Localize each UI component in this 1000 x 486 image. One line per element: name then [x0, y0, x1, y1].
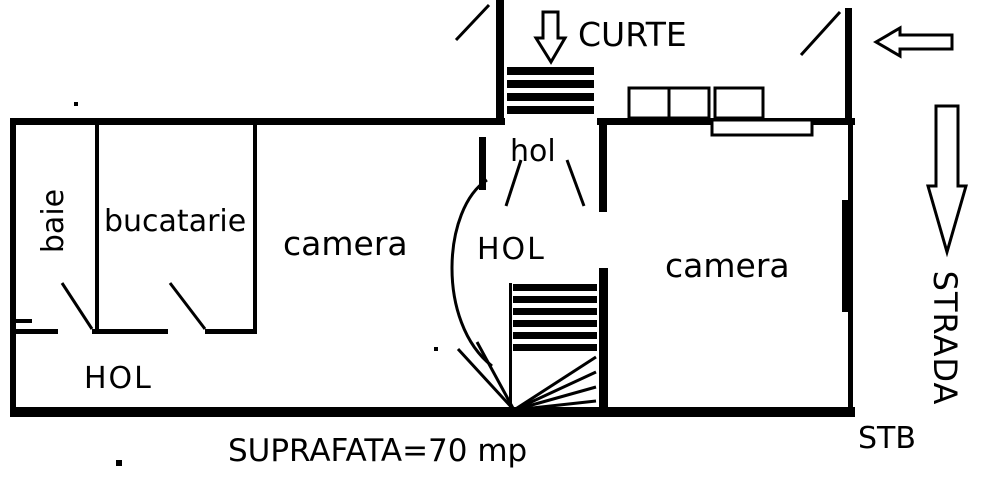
wall-courtyard-right [845, 8, 852, 120]
stairs-left-edge [509, 283, 512, 413]
stair-tread [513, 296, 597, 303]
label-camera-right: camera [665, 246, 790, 285]
entrance-down-arrow-icon [533, 10, 568, 65]
courtyard-block [713, 86, 765, 120]
courtyard-block [627, 86, 671, 120]
label-stb: STB [858, 421, 916, 456]
wall-hol-b [92, 329, 168, 334]
stair-tread [507, 80, 594, 88]
label-strada: STRADA [926, 270, 964, 406]
door-arc-hol [450, 178, 493, 368]
label-camera-left: camera [283, 224, 408, 263]
wall-left-tick [16, 319, 32, 323]
label-curte: CURTE [578, 15, 687, 54]
stair-tread [507, 67, 594, 75]
door-vestibule-right [565, 159, 586, 207]
winder-fan [456, 341, 597, 412]
street-door-bar [842, 200, 851, 312]
stair-tread [513, 284, 597, 291]
courtyard-objects [627, 86, 814, 137]
street-left-arrow-icon [873, 25, 954, 59]
stair-tread [513, 308, 597, 315]
wall-bottom [10, 407, 855, 417]
door-vestibule-left [504, 159, 523, 207]
door-bucatarie [168, 282, 207, 330]
stair-tread [507, 93, 594, 101]
wall-courtyard [496, 0, 504, 120]
door-baie [60, 282, 94, 330]
arrows [533, 10, 968, 258]
stair-tread [513, 344, 597, 351]
ink-specks [74, 102, 438, 466]
gate-left-swing [454, 3, 491, 42]
wall-bucatarie-partition [253, 120, 257, 332]
label-suprafata: SUPRAFATA=70 mp [228, 433, 528, 469]
stair-tread [513, 320, 597, 327]
courtyard-step [710, 118, 814, 137]
label-baie: baie [36, 188, 71, 254]
stair-tread [507, 106, 594, 114]
wall-hol-a [10, 329, 58, 334]
label-hol-vestibule: hol [510, 134, 556, 169]
wall-top-left [10, 118, 505, 125]
label-hol-bottom: HOL [84, 361, 153, 396]
exterior-stairs [507, 67, 594, 114]
courtyard-block [667, 86, 711, 120]
wall-vestibule-left [479, 137, 486, 190]
label-hol-center: HOL [477, 232, 546, 267]
gate-right-swing [799, 10, 842, 57]
wall-left [10, 118, 16, 416]
wall-hol-c [205, 329, 257, 334]
wall-baie-partition [95, 120, 99, 332]
wall-vestibule-right [599, 120, 607, 212]
wall-stairwell [599, 268, 608, 416]
interior-stairs [456, 284, 597, 412]
label-bucatarie: bucatarie [104, 204, 247, 239]
door-swings [60, 3, 842, 368]
strada-down-arrow-icon [926, 104, 968, 258]
stair-tread [513, 332, 597, 339]
